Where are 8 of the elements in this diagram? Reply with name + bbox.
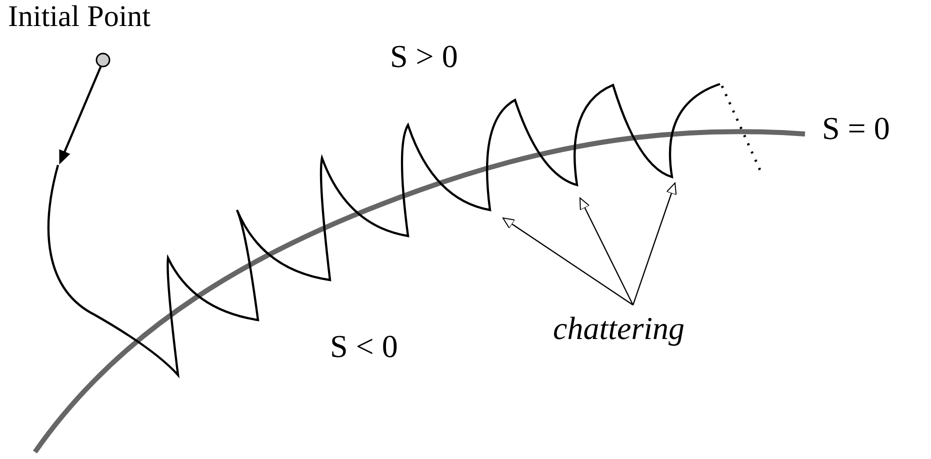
point-label: Initial Point [8, 2, 150, 32]
region-label: S > 0 [390, 40, 458, 72]
leader-line [502, 218, 634, 306]
leader-line [632, 182, 677, 306]
leader-line [579, 198, 634, 306]
region-label: S < 0 [330, 330, 398, 362]
annotation-text: chattering [553, 312, 685, 344]
region-label: S = 0 [822, 112, 890, 144]
